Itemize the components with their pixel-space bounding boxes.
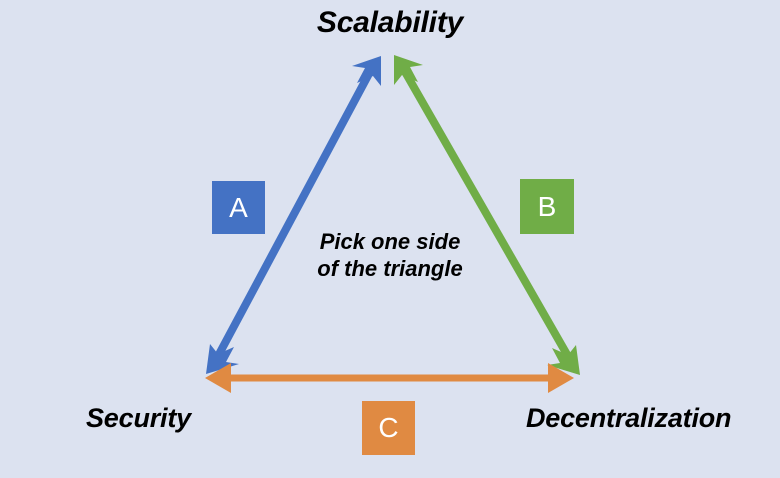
vertex-label-decentralization: Decentralization	[526, 403, 732, 433]
vertex-label-security: Security	[86, 403, 191, 433]
center-instruction-text: Pick one side of the triangle	[278, 228, 502, 282]
side-label-box-c[interactable]: C	[362, 401, 415, 455]
center-instruction-line-2: of the triangle	[317, 256, 463, 281]
side-label-box-a[interactable]: A	[212, 181, 265, 234]
side-label-box-b[interactable]: B	[520, 179, 574, 234]
arrow-side-c	[205, 363, 574, 393]
center-instruction-line-1: Pick one side	[319, 229, 461, 254]
vertex-label-scalability: Scalability	[316, 6, 464, 39]
